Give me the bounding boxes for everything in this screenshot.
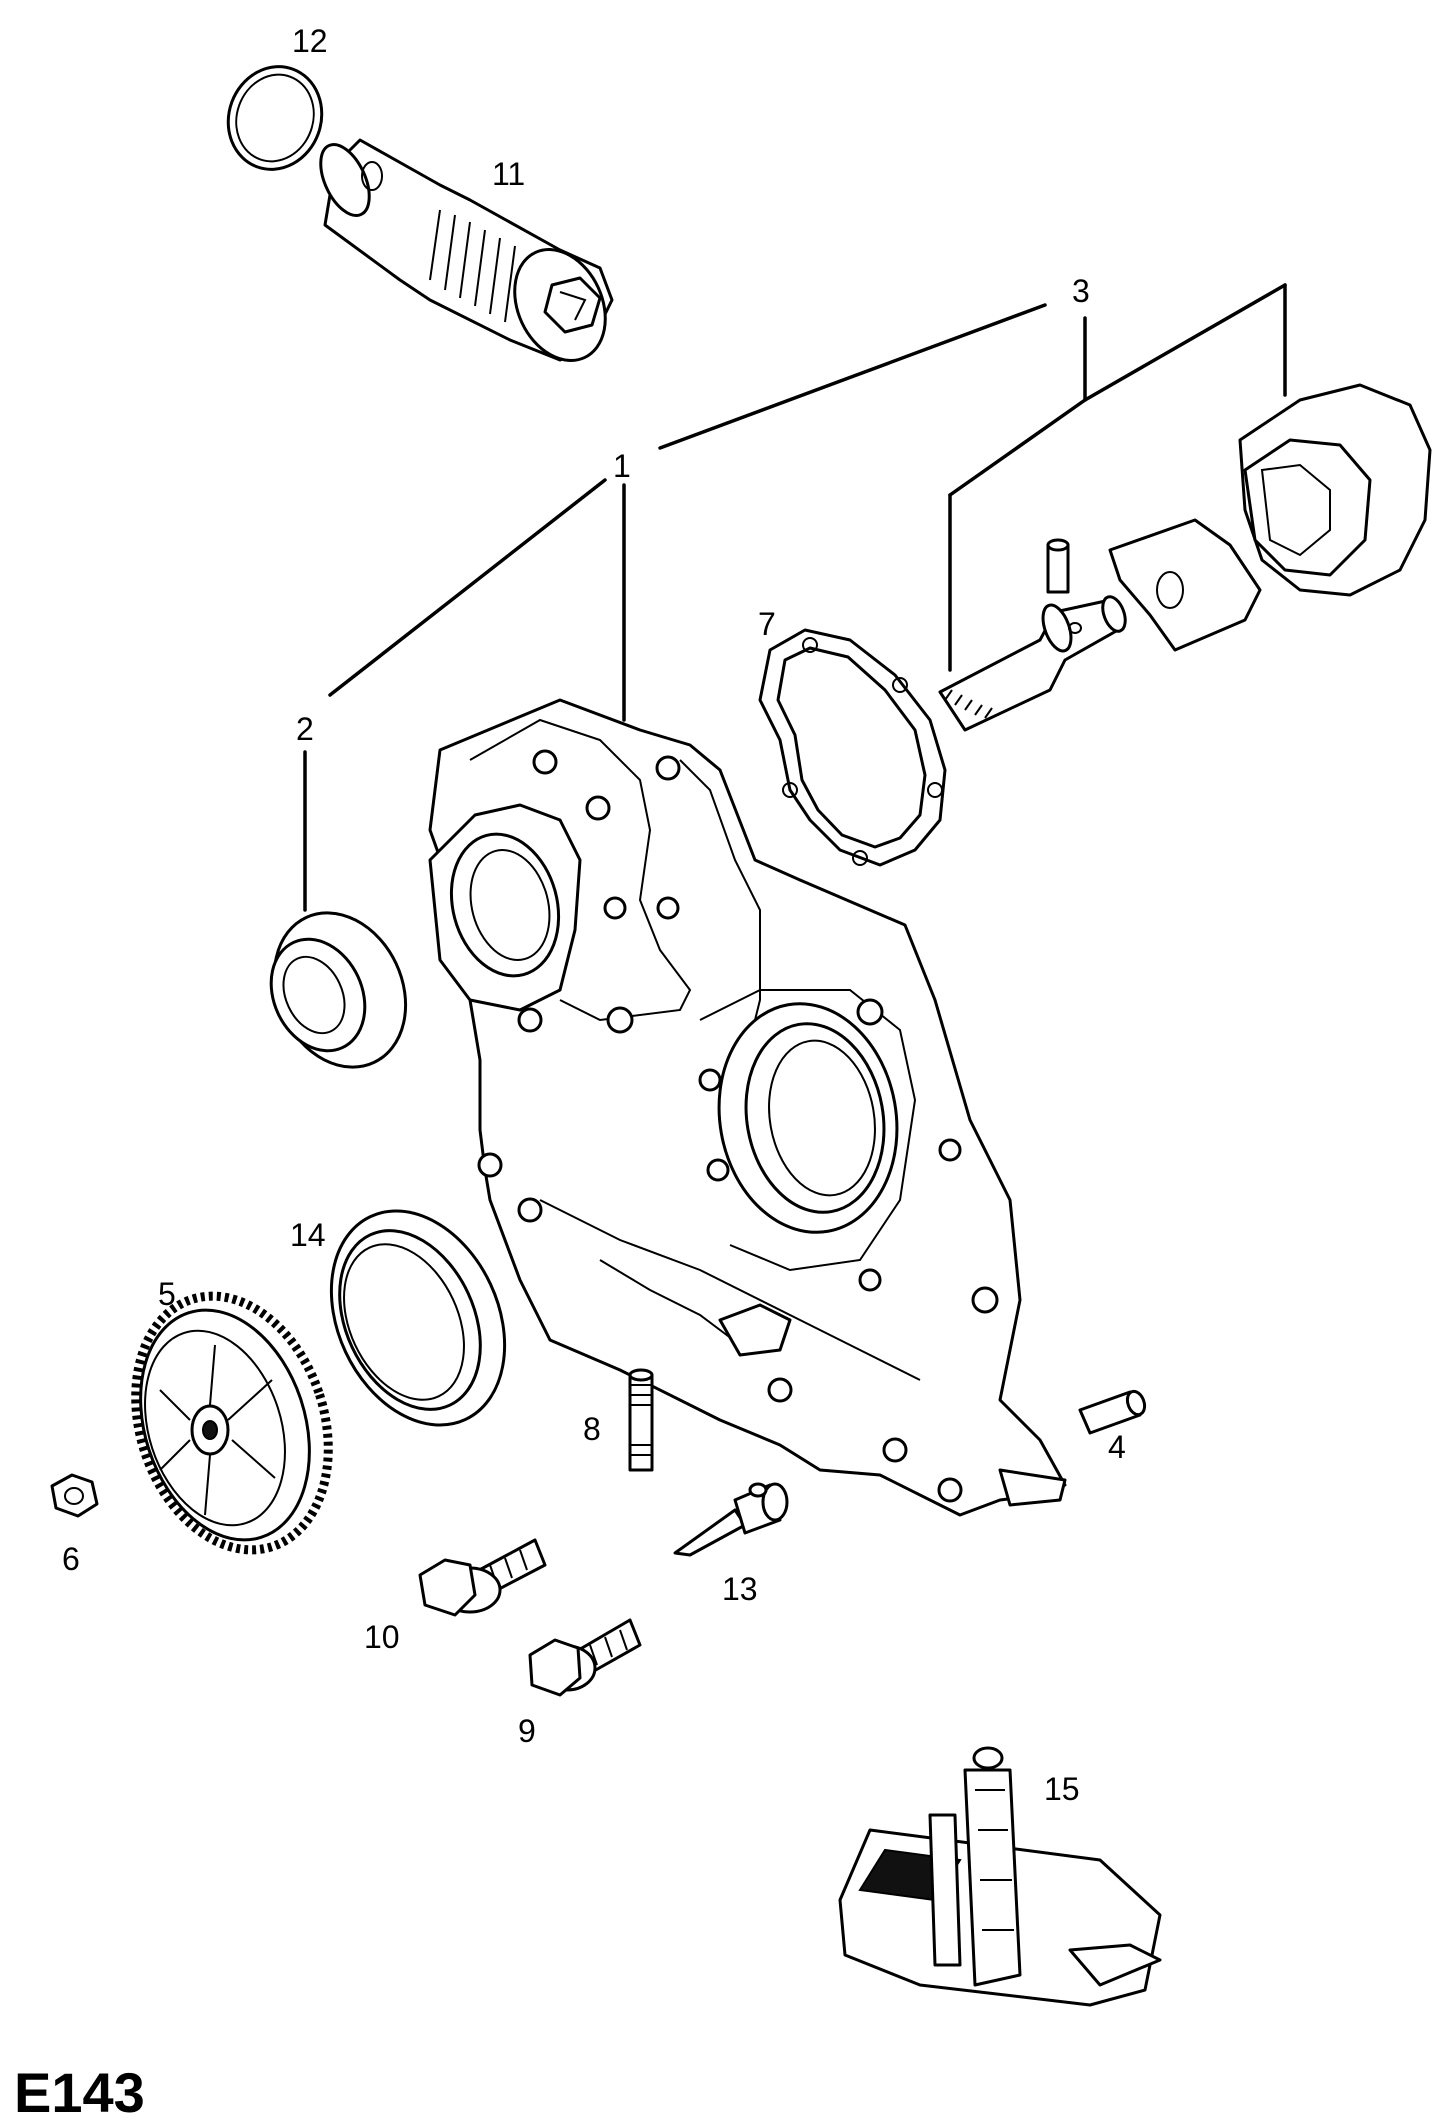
diagram-code: E143 (14, 2061, 145, 2124)
callout-4: 4 (1108, 1429, 1126, 1465)
part-15-sealant-kit (838, 1746, 1162, 2007)
part-12-o-ring (226, 65, 324, 171)
part-6-nut (50, 1473, 99, 1518)
leader-lines (303, 283, 1287, 912)
part-3-oil-pump-rotors (938, 383, 1432, 732)
part-11-pressure-valve (319, 138, 614, 362)
part-5-gear (131, 1291, 333, 1555)
part-13-pointed-bolt (673, 1482, 789, 1557)
callout-3: 3 (1072, 273, 1090, 309)
callout-6: 6 (62, 1541, 80, 1577)
part-14-crankshaft-seal (329, 1209, 507, 1427)
part-1-timing-cover-housing (428, 698, 1067, 1517)
callout-13: 13 (722, 1571, 758, 1607)
part-8-stud (628, 1368, 654, 1472)
callout-15: 15 (1044, 1771, 1080, 1807)
callout-1: 1 (613, 448, 631, 484)
callout-labels: 1 2 3 4 5 6 7 8 9 10 11 12 13 14 15 (62, 23, 1126, 1807)
callout-5: 5 (158, 1276, 176, 1312)
part-7-gasket (758, 628, 947, 867)
callout-10: 10 (364, 1619, 400, 1655)
callout-2: 2 (296, 711, 314, 747)
callout-11: 11 (492, 156, 525, 192)
part-2-oil-seal (269, 911, 408, 1069)
callout-12: 12 (292, 23, 328, 59)
part-10-bolt (418, 1538, 547, 1617)
callout-14: 14 (290, 1217, 326, 1253)
callout-7: 7 (758, 606, 776, 642)
part-4-dowel-pin (1078, 1389, 1147, 1435)
callout-9: 9 (518, 1713, 536, 1749)
callout-8: 8 (583, 1411, 601, 1447)
part-9-bolt (528, 1618, 642, 1697)
